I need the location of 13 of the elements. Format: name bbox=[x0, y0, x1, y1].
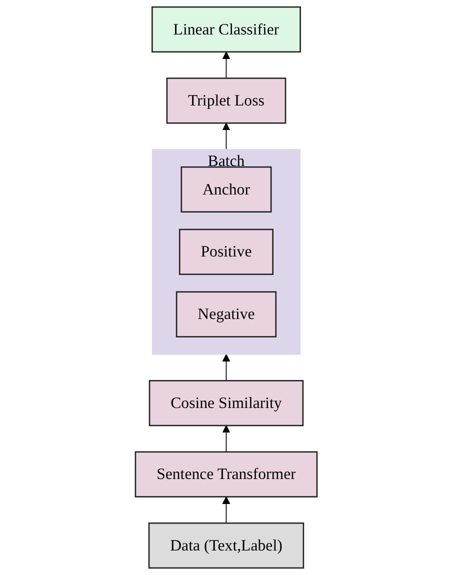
node-box: Positive bbox=[179, 228, 274, 275]
node-box: Triplet Loss bbox=[166, 78, 286, 124]
arrow bbox=[222, 354, 230, 382]
node-box: Negative bbox=[176, 291, 277, 338]
arrow bbox=[222, 122, 230, 150]
node-box: Cosine Similarity bbox=[149, 380, 304, 426]
node-box: Sentence Transformer bbox=[135, 451, 318, 498]
node-box: Anchor bbox=[181, 166, 272, 213]
node-box: Data (Text,Label) bbox=[148, 522, 304, 569]
arrow bbox=[222, 496, 230, 524]
arrow bbox=[222, 425, 230, 452]
arrow bbox=[222, 52, 230, 79]
node-box: Linear Classifier bbox=[152, 6, 302, 53]
